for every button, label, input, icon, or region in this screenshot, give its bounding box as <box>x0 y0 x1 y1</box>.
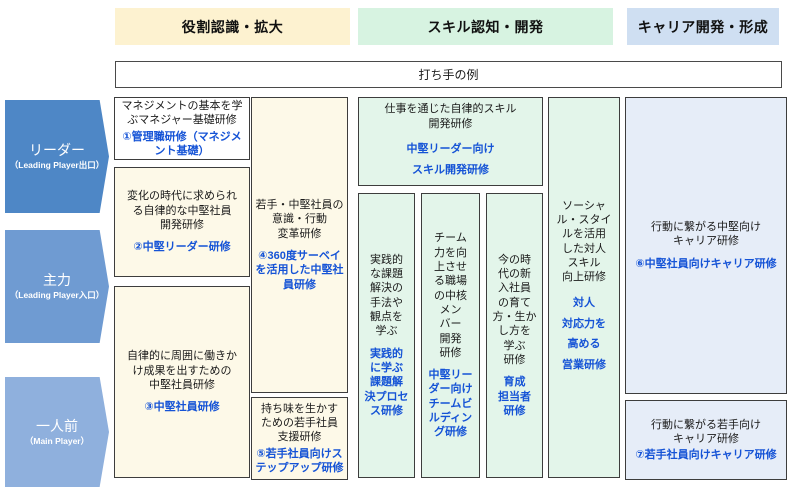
box-team-building-training: チーム 力を向 上させ る職場 の中核 メン バー 開発 研修 中堅リー ダー向… <box>421 193 480 478</box>
header-label: キャリア開発・形成 <box>637 18 769 35</box>
box-problem-solving-training: 実践的 な課題 解決の 手法や 観点を 学ぶ 実践的 に学ぶ 課題解 決プロセ … <box>358 193 415 478</box>
role-name: 一人前 <box>36 417 78 434</box>
role-shape-independent: 一人前 （Main Player） <box>5 377 109 487</box>
box-career-young-training: 行動に繋がる若手向け キャリア研修 ⑦若手社員向けキャリア研修 <box>625 400 787 480</box>
program-name: 中堅リーダー向け スキル開発研修 <box>406 142 495 176</box>
program-name: 中堅リー ダー向け チームビ ルディン グ研修 <box>428 369 473 439</box>
training-description: ソーシャ ル・スタイ ルを活用 した対人 スキル 向上研修 <box>556 199 612 284</box>
program-name: 対人 対応力を 高める 営業研修 <box>562 296 606 372</box>
box-social-style-training: ソーシャ ル・スタイ ルを活用 した対人 スキル 向上研修 対人 対応力を 高め… <box>548 97 620 478</box>
box-career-middle-training: 行動に繋がる中堅向け キャリア研修 ⑥中堅社員向けキャリア研修 <box>625 97 787 394</box>
program-name: ③中堅社員研修 <box>144 401 220 414</box>
program-name: ②中堅リーダー研修 <box>133 241 231 254</box>
header-label: スキル認知・開発 <box>427 18 544 35</box>
header-role-recognition: 役割認識・拡大 <box>115 8 350 45</box>
subtitle-label: 打ち手の例 <box>418 68 479 82</box>
program-name: ⑥中堅社員向けキャリア研修 <box>635 257 777 270</box>
training-description: 若手・中堅社員の 意識・行動 変革研修 <box>255 199 344 240</box>
training-description: 仕事を通じた自律的スキル 開発研修 <box>384 103 517 130</box>
role-name: リーダー <box>29 142 85 159</box>
role-subtitle: （Leading Player入口） <box>9 290 105 301</box>
box-skill-development-training: 仕事を通じた自律的スキル 開発研修 中堅リーダー向け スキル開発研修 <box>358 97 543 186</box>
program-name: ①管理職研修（マネジメ ント基礎） <box>122 130 242 157</box>
header-skill-development: スキル認知・開発 <box>358 8 613 45</box>
training-description: 行動に繋がる若手向け キャリア研修 <box>651 418 761 445</box>
role-subtitle: （Main Player） <box>24 435 90 446</box>
training-description: 行動に繋がる中堅向け キャリア研修 <box>651 221 761 248</box>
program-name: ④360度サーベイ を活用した中堅社 員研修 <box>255 250 344 291</box>
subtitle-box: 打ち手の例 <box>115 61 782 88</box>
program-name: 実践的 に学ぶ 課題解 決プロセ ス研修 <box>364 347 409 417</box>
header-career-development: キャリア開発・形成 <box>627 8 779 45</box>
box-manager-basic-training: マネジメントの基本を学 ぶマネジャー基礎研修 ①管理職研修（マネジメ ント基礎） <box>114 97 250 160</box>
box-middle-leader-training: 変化の時代に求められ る自律的な中堅社員 開発研修 ②中堅リーダー研修 <box>114 167 250 277</box>
training-description: マネジメントの基本を学 ぶマネジャー基礎研修 <box>121 99 243 127</box>
program-name: ⑦若手社員向けキャリア研修 <box>635 449 777 462</box>
box-trainer-training: 今の時 代の新 入社員 の育て 方・生か し方を 学ぶ 研修 育成 担当者 研修 <box>486 193 543 478</box>
training-description: 今の時 代の新 入社員 の育て 方・生か し方を 学ぶ 研修 <box>492 253 537 366</box>
box-360-survey-training: 若手・中堅社員の 意識・行動 変革研修 ④360度サーベイ を活用した中堅社 員… <box>251 97 348 393</box>
training-description: 実践的 な課題 解決の 手法や 観点を 学ぶ <box>370 253 403 338</box>
training-description: チーム 力を向 上させ る職場 の中核 メン バー 開発 研修 <box>434 232 467 359</box>
header-label: 役割認識・拡大 <box>181 18 284 35</box>
role-name: 主力 <box>43 272 71 289</box>
training-description: 変化の時代に求められ る自律的な中堅社員 開発研修 <box>127 190 237 231</box>
box-middle-staff-training: 自律的に周囲に働きか け成果を出すための 中堅社員研修 ③中堅社員研修 <box>114 286 250 478</box>
training-description: 自律的に周囲に働きか け成果を出すための 中堅社員研修 <box>127 350 237 391</box>
training-description: 持ち味を生かす ための若手社員 支援研修 <box>261 402 338 444</box>
role-shape-core: 主力 （Leading Player入口） <box>5 230 109 343</box>
program-name: ⑤若手社員向けス テップアップ研修 <box>255 447 344 474</box>
role-shape-leader: リーダー （Leading Player出口） <box>5 100 109 213</box>
box-stepup-training: 持ち味を生かす ための若手社員 支援研修 ⑤若手社員向けス テップアップ研修 <box>251 397 348 480</box>
program-name: 育成 担当者 研修 <box>498 376 531 417</box>
role-subtitle: （Leading Player出口） <box>9 160 105 171</box>
